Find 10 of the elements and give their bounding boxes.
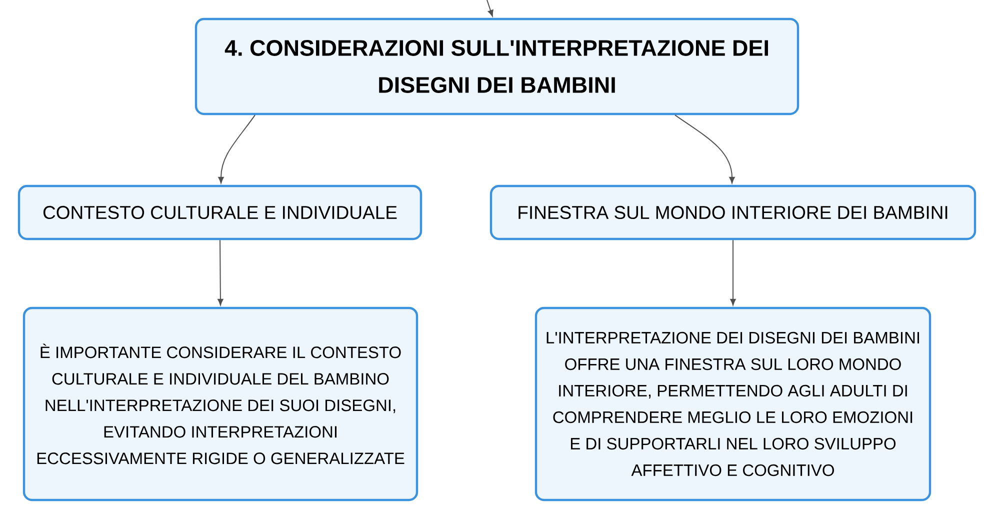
title-box: 4. CONSIDERAZIONI SULL'INTERPRETAZIONE DEI DISEGNI DEI BAMBINI (194, 18, 800, 116)
arrow (730, 240, 736, 306)
note-box: È IMPORTANTE CONSIDERARE IL CONTESTO CULTURALE E INDIVIDUALE DEL BAMBINO NELL'INTERPRETAZIONE DEI SUOI DISEGNI, EVITANDO INTERPRETAZIONI ECCESSIVAMENTE RIGIDE O GENERALIZZATE (22, 306, 418, 502)
arrow (674, 114, 735, 184)
arrow (486, 0, 494, 17)
note-box: L'INTERPRETAZIONE DEI DISEGNI DEI BAMBINI OFFRE UNA FINESTRA SUL LORO MONDO INTERIORE, PERMETTENDO AGLI ADULTI DI COMPRENDERE MEGLIO LE LORO EMOZIONI E DI SUPPORTARLI NEL LORO SVILUPPO AFFETTIVO E COGNITIVO (534, 306, 932, 502)
branch-box: FINESTRA SUL MONDO INTERIORE DEI BAMBINI (490, 184, 976, 240)
arrow (218, 240, 224, 306)
branch-box: CONTESTO CULTURALE E INDIVIDUALE (18, 184, 422, 240)
arrow (218, 114, 256, 184)
